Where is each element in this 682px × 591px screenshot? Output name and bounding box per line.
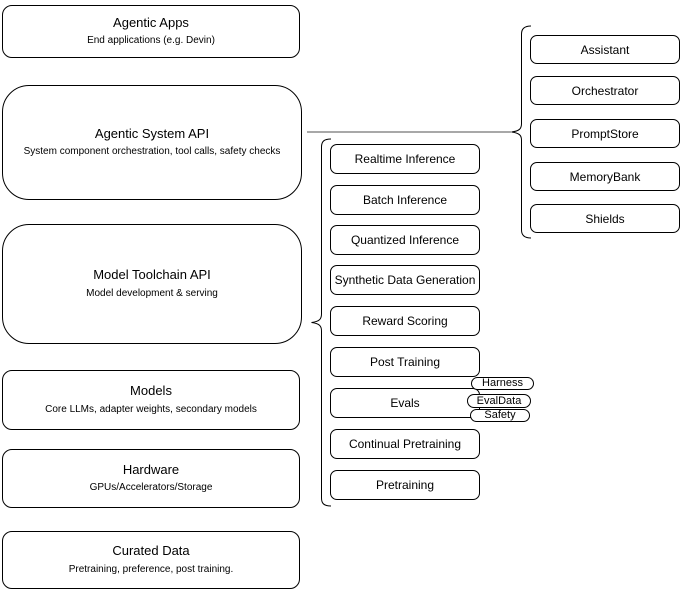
node-reward-scoring: Reward Scoring (330, 306, 480, 336)
node-agentic-system-api: Agentic System API System component orch… (2, 85, 302, 200)
node-subtitle: GPUs/Accelerators/Storage (89, 482, 213, 494)
tag-harness: Harness (471, 377, 534, 390)
node-shields: Shields (530, 204, 680, 233)
node-title: Agentic System API (94, 125, 210, 141)
node-evals: Evals (330, 388, 480, 418)
node-hardware: Hardware GPUs/Accelerators/Storage (2, 449, 300, 508)
node-title: Agentic Apps (113, 14, 189, 30)
tag-safety: Safety (470, 409, 530, 422)
node-post-training: Post Training (330, 347, 480, 377)
node-title: Hardware (122, 461, 180, 477)
node-agentic-apps: Agentic Apps End applications (e.g. Devi… (2, 5, 300, 58)
node-subtitle: System component orchestration, tool cal… (23, 146, 281, 158)
node-subtitle: Model development & serving (86, 287, 218, 299)
node-title: Model Toolchain API (93, 267, 211, 283)
node-subtitle: Pretraining, preference, post training. (68, 563, 234, 575)
node-batch-inference: Batch Inference (330, 185, 480, 215)
node-quantized-inference: Quantized Inference (330, 225, 480, 255)
node-title: Models (130, 383, 172, 399)
node-orchestrator: Orchestrator (530, 76, 680, 105)
node-synthetic-data-generation: Synthetic Data Generation (330, 265, 480, 295)
node-promptstore: PromptStore (530, 119, 680, 148)
node-curated-data: Curated Data Pretraining, preference, po… (2, 531, 300, 589)
node-assistant: Assistant (530, 35, 680, 64)
brace-toolchain-group (311, 138, 332, 507)
node-model-toolchain-api: Model Toolchain API Model development & … (2, 224, 302, 344)
node-continual-pretraining: Continual Pretraining (330, 429, 480, 459)
node-subtitle: End applications (e.g. Devin) (87, 35, 215, 47)
node-realtime-inference: Realtime Inference (330, 144, 480, 174)
node-title: Curated Data (112, 543, 190, 559)
brace-system-group (511, 25, 532, 239)
node-pretraining: Pretraining (330, 470, 480, 500)
node-models: Models Core LLMs, adapter weights, secon… (2, 370, 300, 430)
node-memorybank: MemoryBank (530, 162, 680, 191)
tag-evaldata: EvalData (467, 394, 531, 408)
node-subtitle: Core LLMs, adapter weights, secondary mo… (45, 403, 257, 415)
